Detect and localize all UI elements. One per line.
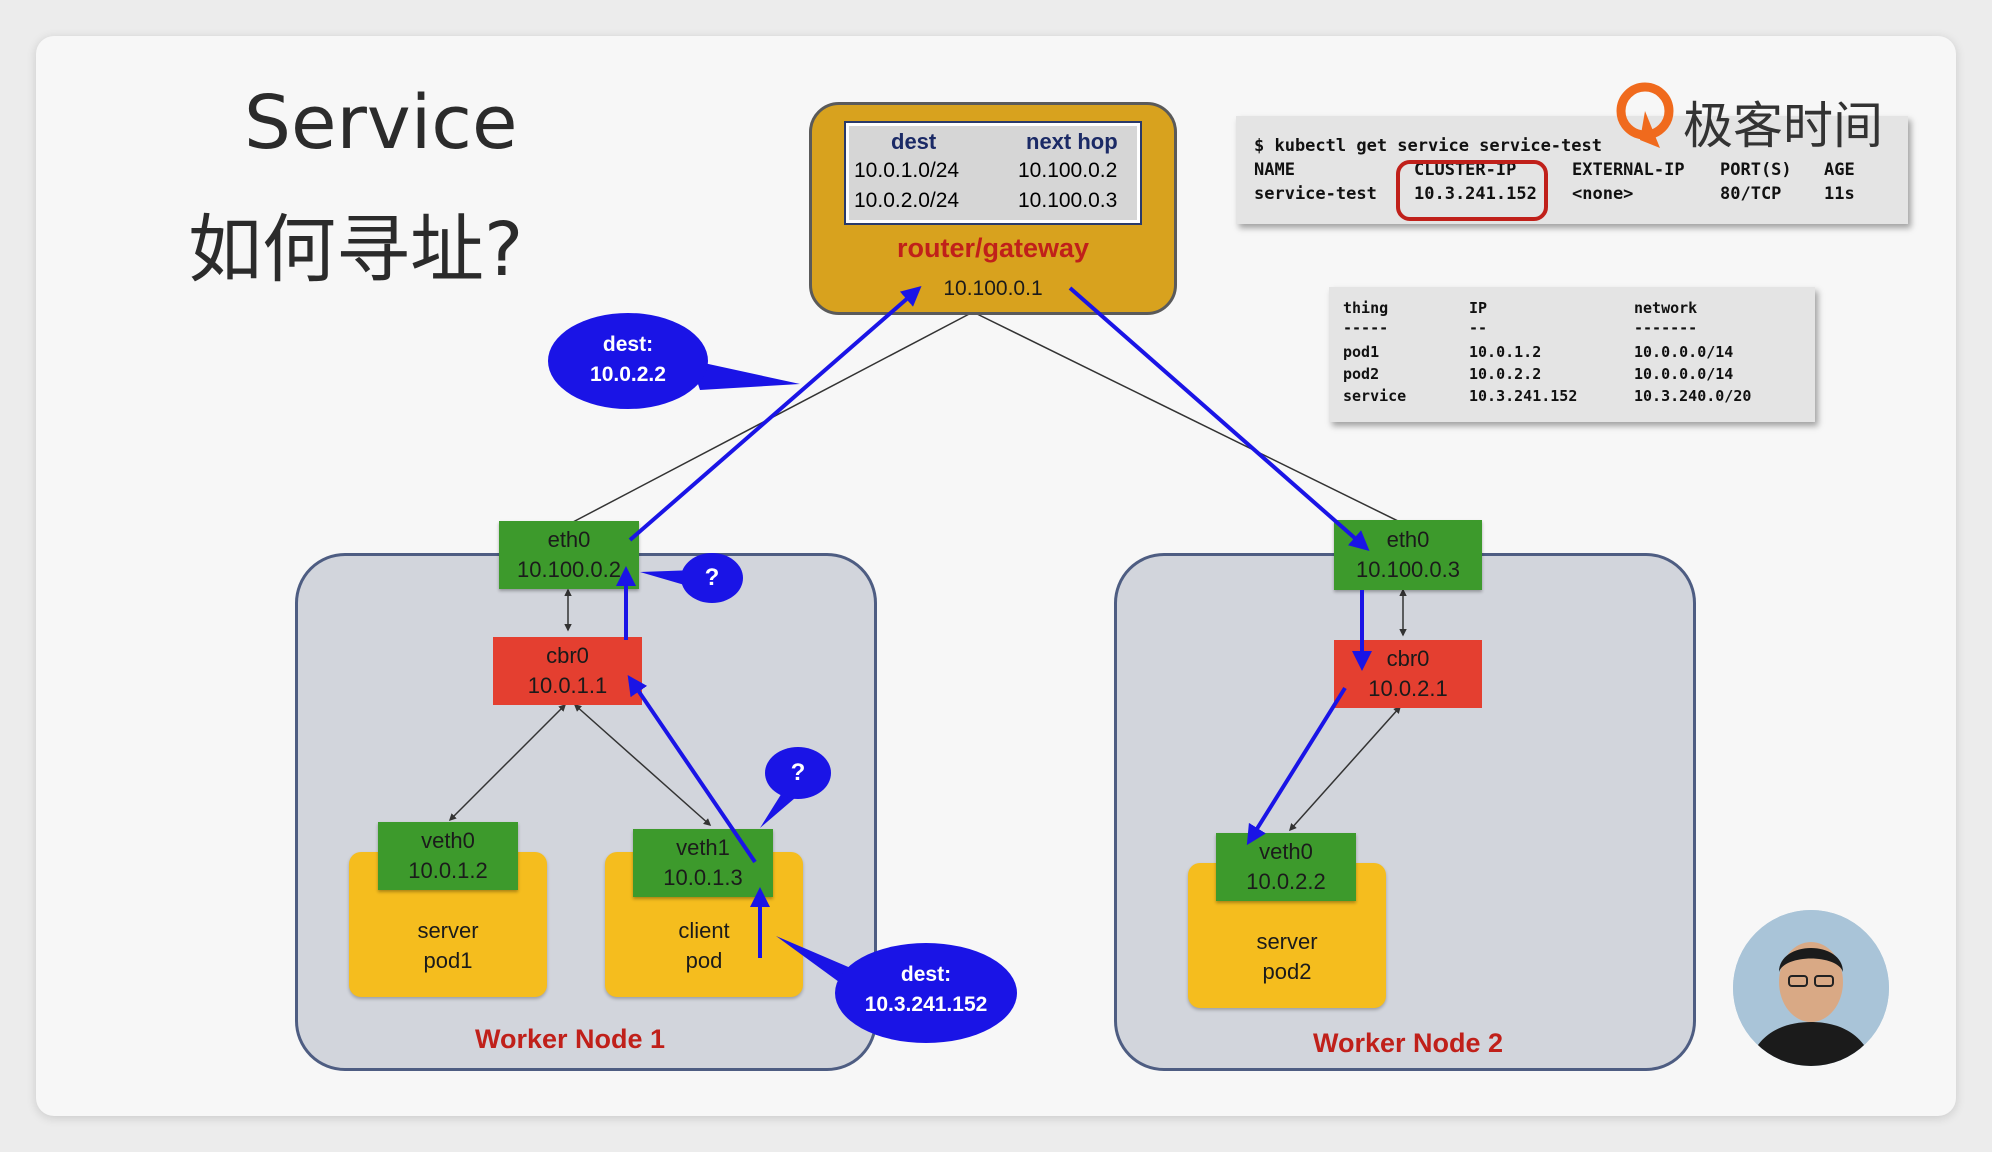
ip-table-header: thing <box>1343 299 1389 317</box>
kubectl-cell: service-test <box>1254 184 1377 204</box>
kubectl-cell: 11s <box>1824 184 1855 204</box>
kubectl-command: $ kubectl get service service-test <box>1254 136 1602 156</box>
ip-table-cell: 10.0.0.0/14 <box>1634 365 1734 383</box>
bubble-dest-bottom-line2: 10.3.241.152 <box>864 993 988 1016</box>
worker-node-1-label: Worker Node 1 <box>474 1024 666 1054</box>
routing-header-dest: dest <box>891 129 937 154</box>
kubectl-output: $ kubectl get service service-test NAME … <box>1236 116 1908 224</box>
routing-table: dest next hop 10.0.1.0/24 10.100.0.2 10.… <box>844 121 1142 225</box>
node2-veth0-ip: 10.0.2.2 <box>1246 869 1326 894</box>
bubble-dest-bottom-line1: dest: <box>900 963 952 986</box>
bubble-question-2-text: ? <box>790 759 806 786</box>
ip-table: thing IP network ----- -- ------- pod1 1… <box>1329 287 1815 422</box>
node2-eth0-ip: 10.100.0.3 <box>1356 557 1460 582</box>
cluster-ip-highlight <box>1396 160 1548 221</box>
ip-table-cell: service <box>1343 387 1407 405</box>
kubectl-header: EXTERNAL-IP <box>1572 160 1685 180</box>
kubectl-cell: <none> <box>1572 184 1634 204</box>
ip-table-cell: pod2 <box>1343 365 1380 383</box>
flow-arrow-veth1-cbr0 <box>627 675 757 864</box>
kubectl-header: NAME <box>1254 160 1295 180</box>
link-cbr0-veth1-node1 <box>573 704 712 826</box>
node1-veth1-ip: 10.0.1.3 <box>663 865 743 890</box>
bubble-dest-bottom <box>776 936 1017 1043</box>
node1-client-pod-line1: client <box>678 917 730 943</box>
kubectl-header: CLUSTER-IP <box>1414 160 1517 180</box>
ip-table-cell: 10.3.240.0/20 <box>1634 387 1752 405</box>
node1-veth1-name: veth1 <box>676 835 730 860</box>
kubectl-cell: 10.3.241.152 <box>1414 184 1537 204</box>
node2-server-pod-line2: pod2 <box>1262 958 1312 984</box>
node2-cbr0: cbr0 10.0.2.1 <box>1334 640 1482 708</box>
router-name: router/gateway <box>896 233 1090 263</box>
routing-cell: 10.100.0.3 <box>1018 189 1118 212</box>
node1-cbr0: cbr0 10.0.1.1 <box>493 637 642 705</box>
bubble-question-1 <box>640 553 743 603</box>
node2-veth0-name: veth0 <box>1259 839 1313 864</box>
bubble-question-1-text: ? <box>704 564 720 591</box>
node1-client-pod-line2: pod <box>685 947 723 973</box>
kubectl-header: PORT(S) <box>1720 160 1792 180</box>
link-cbr0-veth0-node2 <box>1289 705 1401 832</box>
node2-cbr0-ip: 10.0.2.1 <box>1368 676 1448 701</box>
logo-text: 极客时间 <box>1683 97 1883 155</box>
ip-table-cell: 10.3.241.152 <box>1469 387 1578 405</box>
ip-table-header: IP <box>1469 299 1488 317</box>
bubble-dest-top-text: dest: 10.0.2.2 <box>548 330 708 390</box>
ip-table-header: network <box>1634 299 1698 317</box>
ip-table-cell: 10.0.1.2 <box>1469 343 1542 361</box>
node1-veth0-name: veth0 <box>421 828 475 853</box>
bubble-question-2 <box>760 747 831 828</box>
node1-server-pod-line1: server <box>417 917 479 943</box>
slide-subtitle: 如何寻址? <box>188 207 524 293</box>
bubble-dest-top-line2: 10.0.2.2 <box>590 363 666 386</box>
node1-cbr0-name: cbr0 <box>546 643 589 668</box>
node1-veth1: veth1 10.0.1.3 <box>633 829 773 897</box>
router-gateway: dest next hop 10.0.1.0/24 10.100.0.2 10.… <box>809 102 1177 315</box>
node2-eth0-name: eth0 <box>1386 527 1430 552</box>
node1-veth0-ip: 10.0.1.2 <box>408 858 488 883</box>
node2-cbr0-name: cbr0 <box>1386 646 1430 671</box>
bubble-dest-top-line1: dest: <box>602 333 654 356</box>
presenter-icon <box>1733 910 1889 1066</box>
kubectl-cell: 80/TCP <box>1720 184 1782 204</box>
flow-arrow-cbr0-veth0-node2 <box>1246 686 1347 846</box>
node1-eth0-name: eth0 <box>547 527 591 552</box>
node1-veth0: veth0 10.0.1.2 <box>378 822 518 890</box>
kubectl-header: AGE <box>1824 160 1855 180</box>
node1-eth0-ip: 10.100.0.2 <box>517 557 621 582</box>
node2-veth0: veth0 10.0.2.2 <box>1216 833 1356 901</box>
node1-eth0: eth0 10.100.0.2 <box>499 521 639 589</box>
node1-cbr0-ip: 10.0.1.1 <box>527 673 608 698</box>
flow-arrow-eth0-router <box>628 286 922 542</box>
routing-cell: 10.0.2.0/24 <box>854 189 960 212</box>
slide-title: Service <box>244 80 518 166</box>
link-cbr0-veth0-node1 <box>448 703 567 822</box>
ip-table-cell: 10.0.2.2 <box>1469 365 1542 383</box>
flow-arrow-router-node2-eth0 <box>1068 286 1370 551</box>
presenter-avatar <box>1733 910 1889 1066</box>
worker-node-2 <box>1114 553 1696 1071</box>
ip-table-separator: -- <box>1469 319 1488 337</box>
routing-header-nexthop: next hop <box>1026 129 1118 154</box>
ip-table-separator: ----- <box>1343 319 1389 337</box>
worker-node-2-label: Worker Node 2 <box>1312 1028 1504 1058</box>
bubble-dest-bottom-text: dest: 10.3.241.152 <box>836 960 1016 1020</box>
node1-server-pod-line2: pod1 <box>423 947 473 973</box>
bubble-dest-top <box>548 313 800 409</box>
ip-table-cell: 10.0.0.0/14 <box>1634 343 1734 361</box>
ip-table-cell: pod1 <box>1343 343 1380 361</box>
node2-server-pod-line1: server <box>1256 928 1318 954</box>
ip-table-separator: ------- <box>1634 319 1698 337</box>
router-ip: 10.100.0.1 <box>943 277 1043 300</box>
link-router-node2 <box>972 311 1401 523</box>
routing-cell: 10.0.1.0/24 <box>854 159 960 182</box>
routing-cell: 10.100.0.2 <box>1018 159 1118 182</box>
